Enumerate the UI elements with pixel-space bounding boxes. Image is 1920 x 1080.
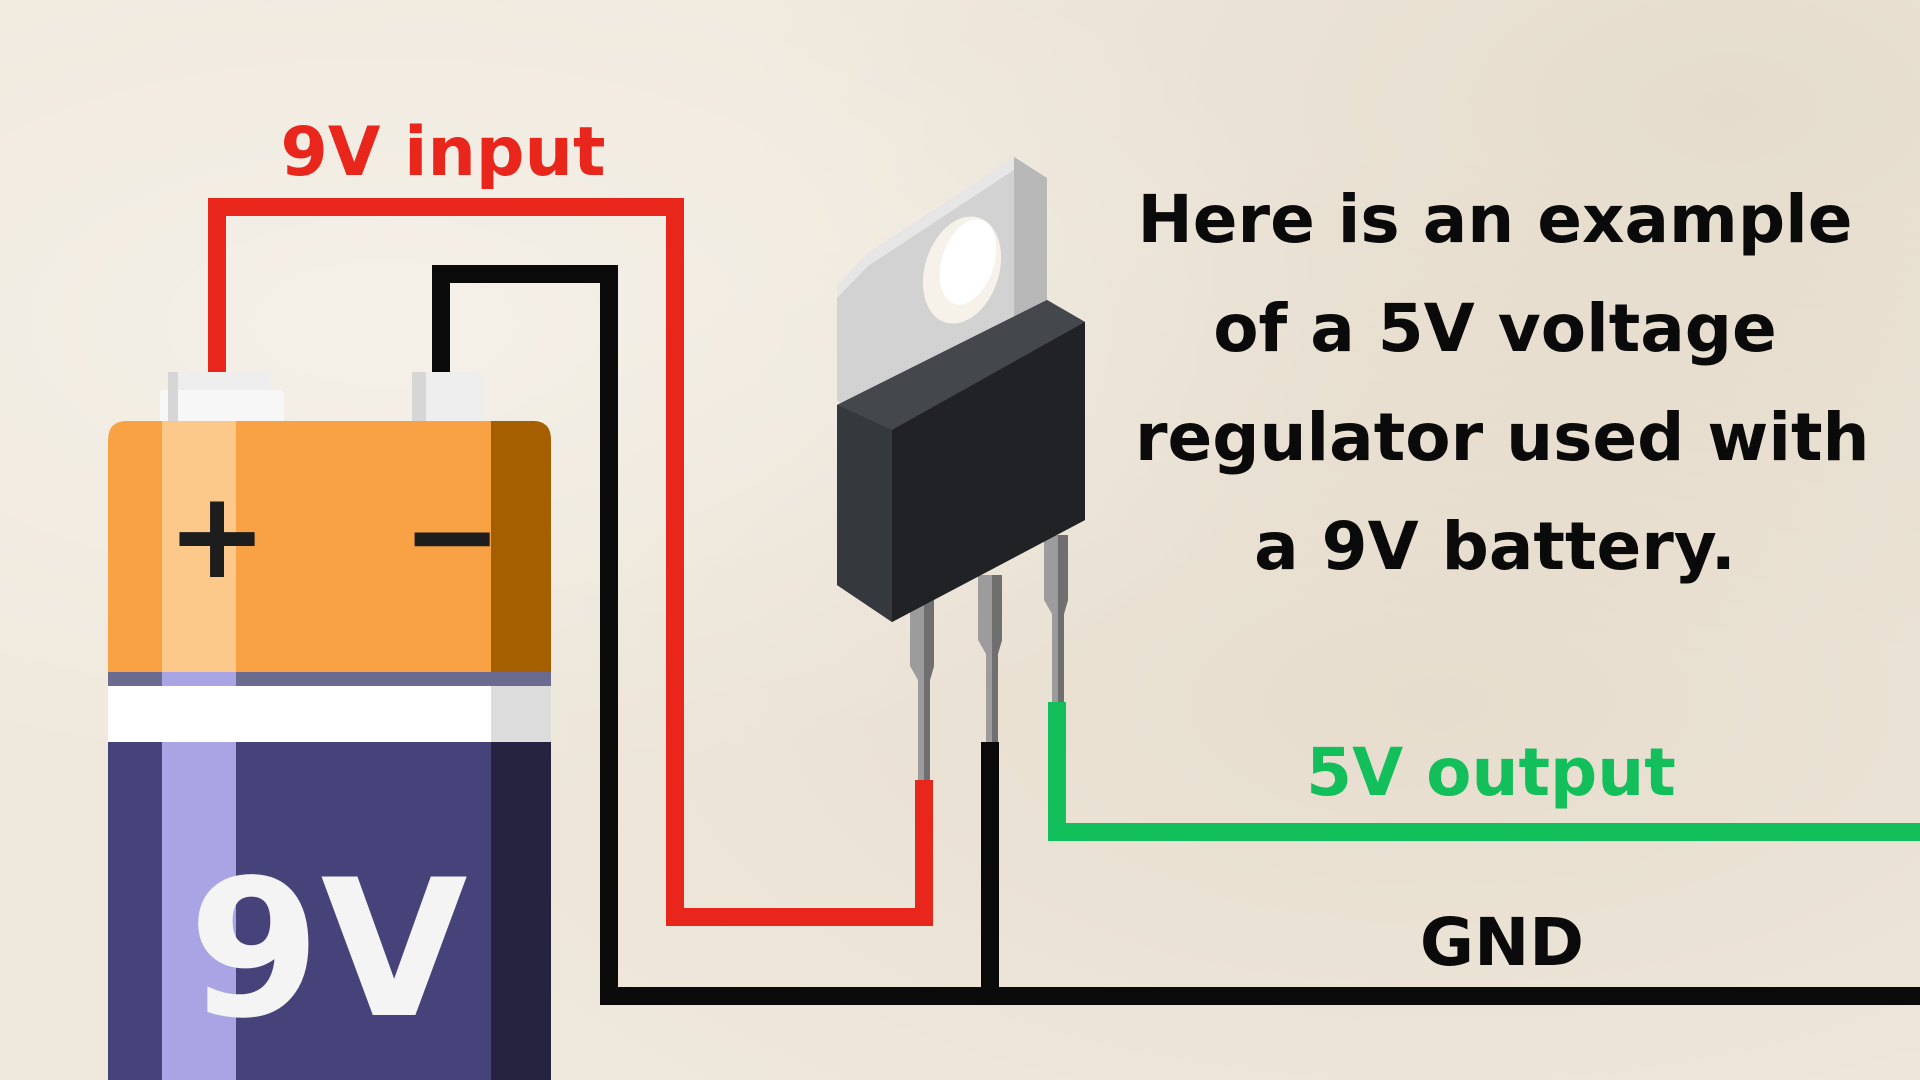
regulator-pin-ground [978, 575, 1002, 742]
input-wire [208, 198, 933, 926]
battery-negative-terminal [412, 372, 484, 424]
battery-voltage-label: 9V [188, 839, 467, 1060]
battery-positive-terminal [160, 372, 284, 424]
ground-label: GND [1420, 904, 1584, 981]
description-line-4: a 9V battery. [1254, 508, 1736, 585]
battery-positive-symbol: + [167, 467, 268, 606]
output-label: 5V output [1306, 734, 1676, 811]
regulator-pin-input [910, 600, 934, 780]
description-line-2: of a 5V voltage [1213, 290, 1777, 367]
description-line-3: regulator used with [1135, 399, 1870, 476]
input-label: 9V input [281, 113, 606, 192]
voltage-regulator [837, 157, 1085, 780]
ground-wire [432, 265, 1920, 1005]
battery: + − 9V [108, 372, 551, 1080]
output-wire [1048, 702, 1920, 841]
description-text: Here is an example of a 5V voltage regul… [1135, 165, 1870, 601]
battery-negative-symbol: − [402, 467, 503, 606]
description-line-1: Here is an example [1137, 181, 1853, 258]
regulator-pin-output [1044, 535, 1068, 702]
